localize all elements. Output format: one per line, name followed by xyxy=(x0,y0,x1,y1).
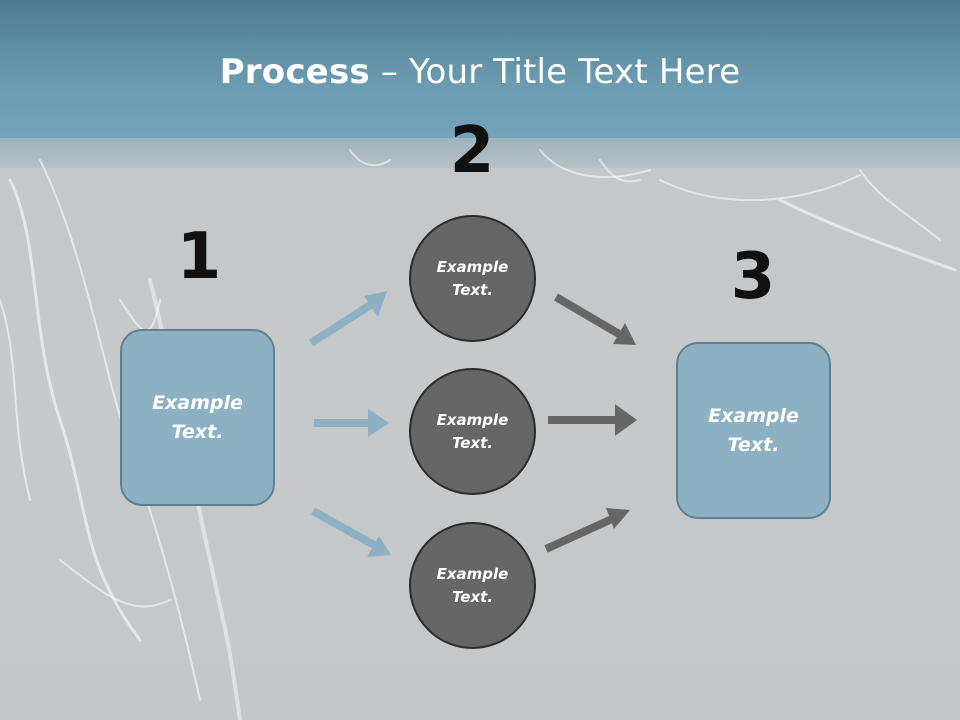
arrow-middle-to-3 xyxy=(548,404,637,436)
step-number-3: 3 xyxy=(730,240,776,314)
step-2-circle-bottom[interactable]: Example Text. xyxy=(409,522,536,649)
title-bar xyxy=(0,0,960,138)
circle-bottom-label: Example Text. xyxy=(436,564,509,606)
step-1-label: Example Text. xyxy=(152,391,243,443)
step-3-box[interactable]: Example Text. xyxy=(676,342,831,519)
step-2-circle-top[interactable]: Example Text. xyxy=(409,215,536,342)
step-3-label: Example Text. xyxy=(708,404,799,456)
title-bold: Process xyxy=(219,52,370,92)
arrow-1-to-bottom xyxy=(311,507,391,557)
step-2-circle-middle[interactable]: Example Text. xyxy=(409,368,536,495)
step-number-1: 1 xyxy=(176,220,222,294)
title-rest: – Your Title Text Here xyxy=(369,52,741,92)
title-bar-band xyxy=(0,138,960,168)
circle-top-label: Example Text. xyxy=(436,257,509,299)
arrow-1-to-top xyxy=(308,291,387,347)
circle-middle-label: Example Text. xyxy=(436,410,509,452)
arrow-top-to-3 xyxy=(553,293,636,345)
step-number-2: 2 xyxy=(449,114,495,188)
arrow-1-to-middle xyxy=(314,409,389,437)
slide-title: Process – Your Title Text Here xyxy=(0,52,960,92)
step-1-box[interactable]: Example Text. xyxy=(120,329,275,506)
arrow-bottom-to-3 xyxy=(544,508,630,553)
